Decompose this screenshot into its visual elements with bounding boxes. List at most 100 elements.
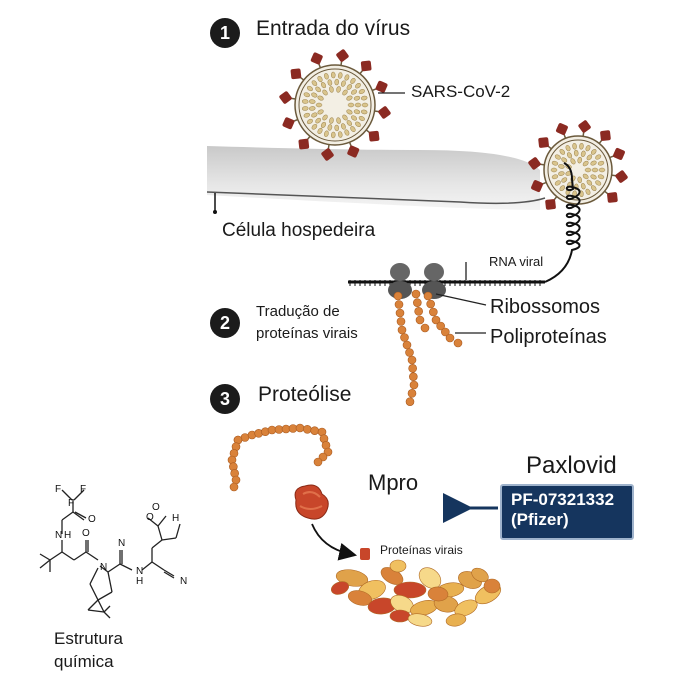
viral-protein: [389, 609, 411, 623]
nucleocapsid-bead: [590, 148, 597, 155]
nucleocapsid-bead: [585, 188, 591, 195]
amino-acid-bead: [405, 397, 415, 406]
amino-acid-bead: [423, 291, 433, 301]
viral-protein: [445, 613, 467, 627]
nucleocapsid-bead: [346, 109, 353, 115]
nucleocapsid-bead: [582, 160, 589, 167]
nucleocapsid-bead: [590, 185, 597, 192]
viral-protein: [427, 586, 449, 602]
structure-atom-label: O: [88, 514, 96, 525]
nucleocapsid-bead: [597, 174, 605, 180]
step-3-badge: 3: [210, 384, 240, 414]
nucleocapsid-bead: [346, 84, 353, 90]
amino-acid-bead: [405, 348, 414, 357]
nucleocapsid-bead: [315, 102, 323, 108]
nucleocapsid-bead: [350, 126, 356, 133]
amino-acid-bead: [310, 426, 319, 435]
viral-proteins-cluster: [330, 559, 502, 627]
viral-protein: [389, 559, 407, 573]
host-cell-membrane: [207, 146, 540, 210]
nucleocapsid-bead: [331, 71, 336, 79]
step-2-badge: 2: [210, 308, 240, 338]
nucleocapsid-bead: [353, 109, 361, 115]
nucleocapsid-bead: [590, 160, 597, 166]
amino-acid-bead: [453, 338, 463, 348]
nucleocapsid-bead: [346, 95, 353, 101]
amino-acid-bead: [431, 315, 441, 325]
amino-acid-bead: [400, 333, 409, 342]
spike-protein: [375, 80, 388, 93]
structure-atom-label: F: [68, 498, 74, 509]
amino-acid-bead: [313, 457, 323, 467]
structure-atom-label: H: [64, 530, 71, 541]
amino-acid-bead: [413, 298, 422, 307]
viral-proteins-label: Proteínas virais: [380, 543, 463, 557]
amino-acid-bead: [303, 425, 312, 434]
step-3-title: Proteólise: [258, 383, 352, 406]
nucleocapsid-bead: [322, 89, 328, 96]
nucleocapsid-bead: [580, 150, 586, 158]
ribosome-pointer: [435, 293, 487, 306]
viral-protein: [393, 581, 427, 599]
nucleocapsid-bead: [354, 102, 362, 108]
amino-acid-bead: [229, 482, 239, 492]
amino-acid-bead: [414, 307, 423, 316]
nucleocapsid-bead: [342, 89, 348, 96]
nucleocapsid-bead: [311, 112, 318, 118]
amino-acid-bead: [407, 355, 417, 365]
nucleocapsid-bead: [559, 148, 566, 155]
nucleocapsid-bead: [554, 180, 561, 186]
drug-box: PF-07321332 (Pfizer): [500, 484, 634, 540]
amino-acid-bead: [407, 389, 417, 398]
nucleocapsid-bead: [361, 102, 369, 108]
spike-protein: [360, 60, 372, 72]
structure-atom-label: N: [118, 538, 125, 549]
viral-protein: [330, 581, 350, 595]
amino-acid-bead: [411, 289, 421, 299]
nucleocapsid-bead: [595, 154, 602, 160]
nucleocapsid-bead: [327, 124, 333, 131]
nucleocapsid-bead: [561, 177, 568, 183]
nucleocapsid-bead: [558, 171, 565, 176]
structure-atom-label: N: [100, 562, 107, 573]
nucleocapsid-bead: [360, 95, 368, 101]
amino-acid-bead: [420, 323, 430, 333]
structure-atom-label: O: [152, 502, 160, 513]
drug-maker: (Pfizer): [511, 510, 569, 530]
amino-acid-bead: [395, 308, 405, 318]
structure-label-line1: Estrutura: [54, 629, 123, 648]
nucleocapsid-bead: [320, 121, 327, 128]
viral-protein: [471, 567, 489, 583]
amino-acid-bead: [397, 325, 407, 335]
nucleocapsid-bead: [582, 173, 589, 180]
nucleocapsid-bead: [331, 131, 336, 139]
structure-label-line2: química: [54, 652, 114, 671]
rna-label: RNA viral: [489, 254, 544, 269]
nucleocapsid-bead: [315, 86, 321, 93]
nucleocapsid-bead: [324, 73, 329, 80]
viral-protein: [483, 578, 501, 594]
drug-name: Paxlovid: [526, 452, 617, 479]
nucleocapsid-bead: [344, 74, 350, 81]
spike-protein: [538, 137, 549, 148]
nucleocapsid-bead: [301, 106, 309, 111]
nucleocapsid-bead: [322, 114, 328, 121]
nucleocapsid-bead: [351, 89, 357, 95]
nucleocapsid-bead: [336, 86, 341, 93]
nucleocapsid-bead: [337, 72, 343, 79]
spike-protein: [607, 192, 618, 203]
nucleocapsid-bead: [559, 185, 566, 192]
mpro-label: Mpro: [368, 470, 419, 495]
virus-particle-entering: [528, 120, 628, 210]
nucleocapsid-bead: [311, 80, 318, 87]
amino-acid-bead: [295, 423, 305, 433]
nucleocapsid-bead: [591, 167, 599, 173]
viral-protein: [407, 613, 433, 627]
spike-protein: [528, 157, 541, 170]
structure-atom-label: H: [136, 576, 143, 587]
nucleocapsid-bead: [327, 79, 333, 86]
nucleocapsid-bead: [342, 114, 348, 121]
nucleocapsid-bead: [597, 160, 605, 166]
nucleocapsid-bead: [550, 167, 558, 173]
